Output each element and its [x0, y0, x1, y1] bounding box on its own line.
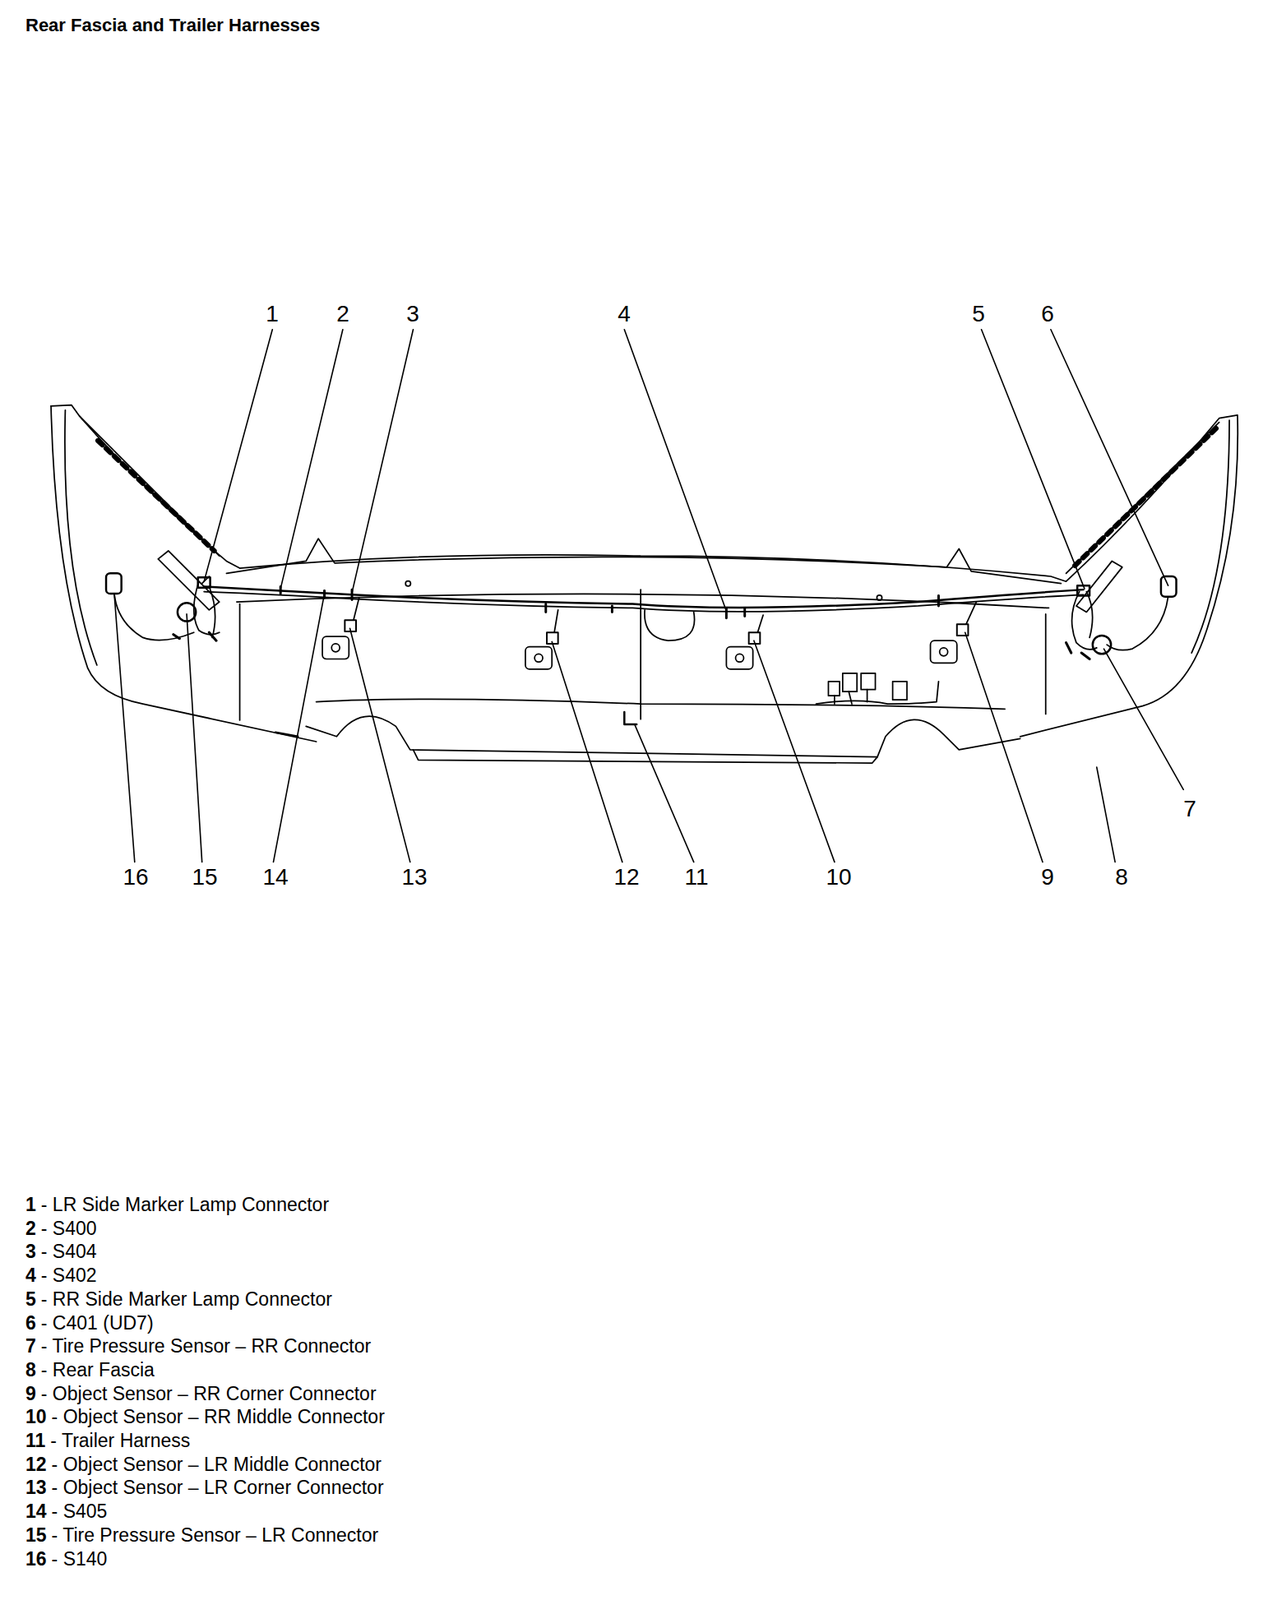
fascia-outline — [50, 406, 317, 742]
key-text: - Trailer Harness — [50, 1429, 190, 1453]
callout-number: 15 — [191, 864, 218, 891]
key-text: - Rear Fascia — [41, 1359, 155, 1382]
wing-edge — [1066, 422, 1220, 574]
key-text: - Object Sensor – LR Middle Connector — [51, 1453, 382, 1476]
key-text: - S140 — [51, 1548, 108, 1571]
key-number: 16 — [25, 1548, 47, 1571]
hole — [405, 581, 411, 587]
wing-ribs — [1073, 428, 1217, 568]
key-number: 6 — [25, 1312, 37, 1335]
harness-wire — [203, 592, 1083, 612]
key-number: 10 — [25, 1406, 47, 1429]
object-sensors — [344, 619, 968, 644]
key-text: - S405 — [51, 1500, 108, 1523]
key-text: - S402 — [41, 1264, 98, 1287]
key-number: 3 — [25, 1240, 37, 1263]
key-number: 7 — [25, 1335, 37, 1358]
key-text: - Object Sensor – RR Corner Connector — [41, 1383, 377, 1406]
key-text: - RR Side Marker Lamp Connector — [41, 1288, 333, 1311]
key-text: - Object Sensor – LR Corner Connector — [51, 1476, 384, 1499]
key-text: - S400 — [41, 1217, 98, 1240]
fascia-outline — [50, 405, 1238, 737]
callout-number: 7 — [1183, 795, 1197, 823]
key-text: - LR Side Marker Lamp Connector — [41, 1193, 329, 1217]
key-number: 12 — [25, 1453, 47, 1476]
key-text: - Tire Pressure Sensor – LR Connector — [51, 1524, 380, 1547]
key-text: - S404 — [41, 1240, 98, 1263]
harness-wire — [203, 586, 1083, 608]
fascia-wing-inner — [64, 410, 98, 666]
key-number: 5 — [25, 1288, 37, 1311]
callout-number: 2 — [336, 300, 350, 328]
callout-number: 3 — [406, 300, 420, 328]
callout-number: 16 — [122, 864, 149, 891]
fascia-wing-inner — [1191, 420, 1230, 653]
diagram-title: Rear Fascia and Trailer Harnesses — [25, 14, 320, 37]
key-text: - Object Sensor – RR Middle Connector — [51, 1406, 385, 1429]
wing-edge — [79, 416, 220, 556]
left-corner-harness — [106, 550, 220, 641]
key-number: 15 — [25, 1524, 47, 1547]
callout-number: 4 — [617, 300, 631, 328]
key-text: - C401 (UD7) — [41, 1312, 154, 1335]
callout-number: 14 — [262, 864, 288, 891]
key-text: - Tire Pressure Sensor – RR Connector — [41, 1335, 371, 1358]
callout-number: 10 — [825, 864, 852, 891]
panel-edge — [1045, 614, 1047, 715]
callout-number: 6 — [1040, 300, 1055, 328]
key-number: 4 — [25, 1264, 37, 1287]
sensor-mounts — [322, 636, 958, 670]
key-number: 8 — [25, 1359, 37, 1382]
key-number: 1 — [25, 1193, 37, 1217]
key-number: 11 — [25, 1429, 46, 1453]
callout-number: 5 — [971, 300, 986, 328]
callout-number: 8 — [1114, 864, 1129, 891]
callout-number: 9 — [1040, 864, 1055, 891]
right-corner-harness — [1066, 560, 1177, 659]
key-number: 13 — [25, 1476, 47, 1499]
callout-number: 11 — [684, 864, 708, 891]
upper-ridge — [226, 538, 1061, 584]
valance — [412, 749, 878, 764]
splice-marks — [280, 586, 939, 618]
harness-branch — [644, 610, 695, 641]
leader-line — [114, 329, 1184, 863]
panel-edge — [239, 604, 241, 721]
harness-branch — [352, 597, 977, 635]
callout-number: 1 — [265, 300, 279, 328]
key-number: 2 — [25, 1217, 37, 1240]
key-number: 14 — [25, 1500, 47, 1523]
callout-number: 12 — [613, 864, 639, 891]
callout-number: 13 — [401, 864, 427, 891]
key-number: 9 — [25, 1383, 37, 1406]
